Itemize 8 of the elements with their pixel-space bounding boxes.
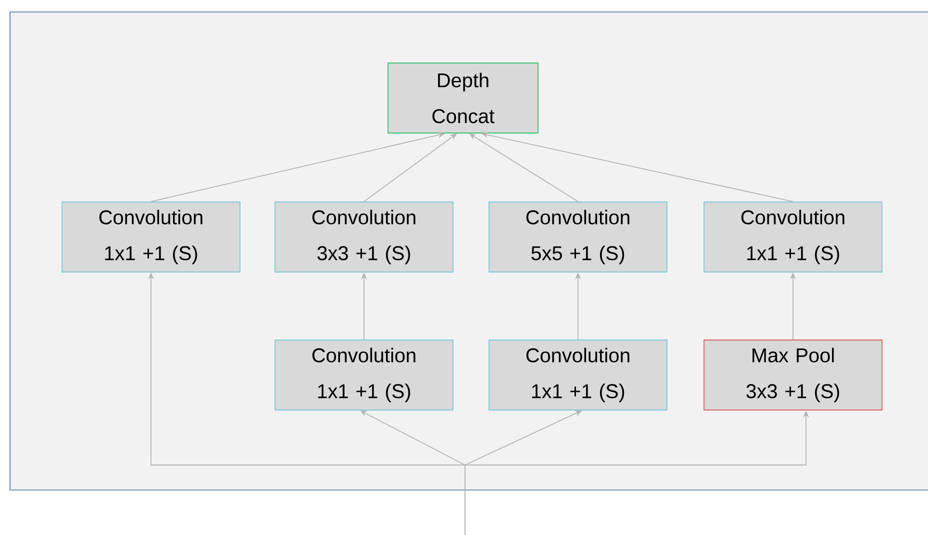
process-box: Convolution 1x1 +1 (S) [274,340,454,410]
process-box: Convolution 3x3 +1 (S) [274,202,454,272]
process-box: Convolution 1x1 +1 (S) [488,340,668,410]
process-box: Max Pool 3x3 +1 (S) [704,340,882,410]
process-box: Convolution 1x1 +1 (S) [704,202,882,272]
process-box: Depth Concat [388,62,538,134]
process-box: Convolution 5x5 +1 (S) [488,202,668,272]
process-box: Convolution 1x1 +1 (S) [62,202,240,272]
